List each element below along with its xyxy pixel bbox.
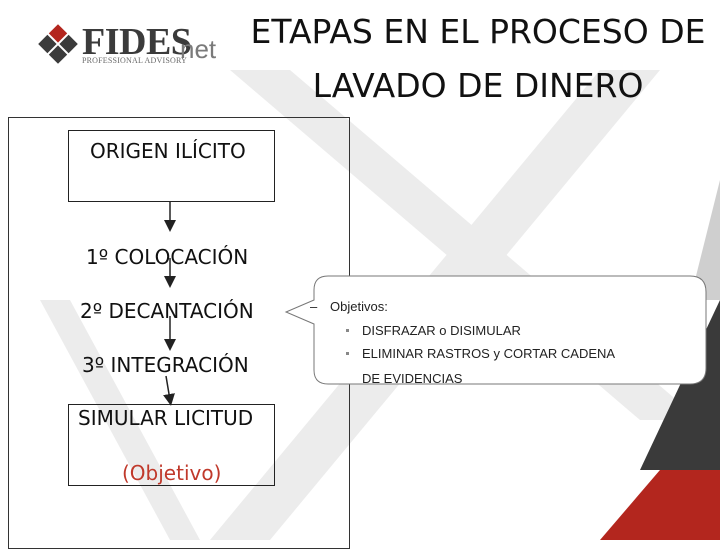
result-box: [68, 404, 275, 486]
logo-suffix: net: [180, 34, 217, 64]
step-decantacion: 2º DECANTACIÓN: [80, 299, 254, 323]
callout-heading: Objetivos:: [330, 299, 388, 314]
bullet-icon: [346, 329, 349, 332]
callout-item-2-continuation: DE EVIDENCIAS: [362, 371, 463, 386]
callout-item-1: DISFRAZAR o DISIMULAR: [362, 323, 521, 338]
arrow-step3-to-result: [163, 375, 175, 406]
callout-bubble: [284, 275, 707, 385]
logo-diamond-icon: [38, 24, 78, 64]
corner-gray-triangle: [690, 180, 720, 300]
origin-box: [68, 130, 275, 202]
slide-title-line1: ETAPAS EN EL PROCESO DE: [250, 12, 706, 51]
result-label: SIMULAR LICITUD: [78, 406, 254, 430]
callout-item-2: ELIMINAR RASTROS y CORTAR CADENA: [362, 346, 616, 361]
callout-dash: –: [310, 299, 318, 314]
slide-title-line2: LAVADO DE DINERO: [312, 66, 644, 105]
logo-wordmark: FIDES: [82, 21, 192, 63]
logo-tagline: PROFESSIONAL ADVISORY: [82, 56, 188, 65]
result-note: (Objetivo): [122, 461, 222, 485]
step-colocacion: 1º COLOCACIÓN: [86, 245, 249, 269]
step-integracion: 3º INTEGRACIÓN: [82, 353, 249, 377]
bullet-icon: [346, 352, 349, 355]
origin-label: ORIGEN ILÍCITO: [90, 139, 246, 163]
